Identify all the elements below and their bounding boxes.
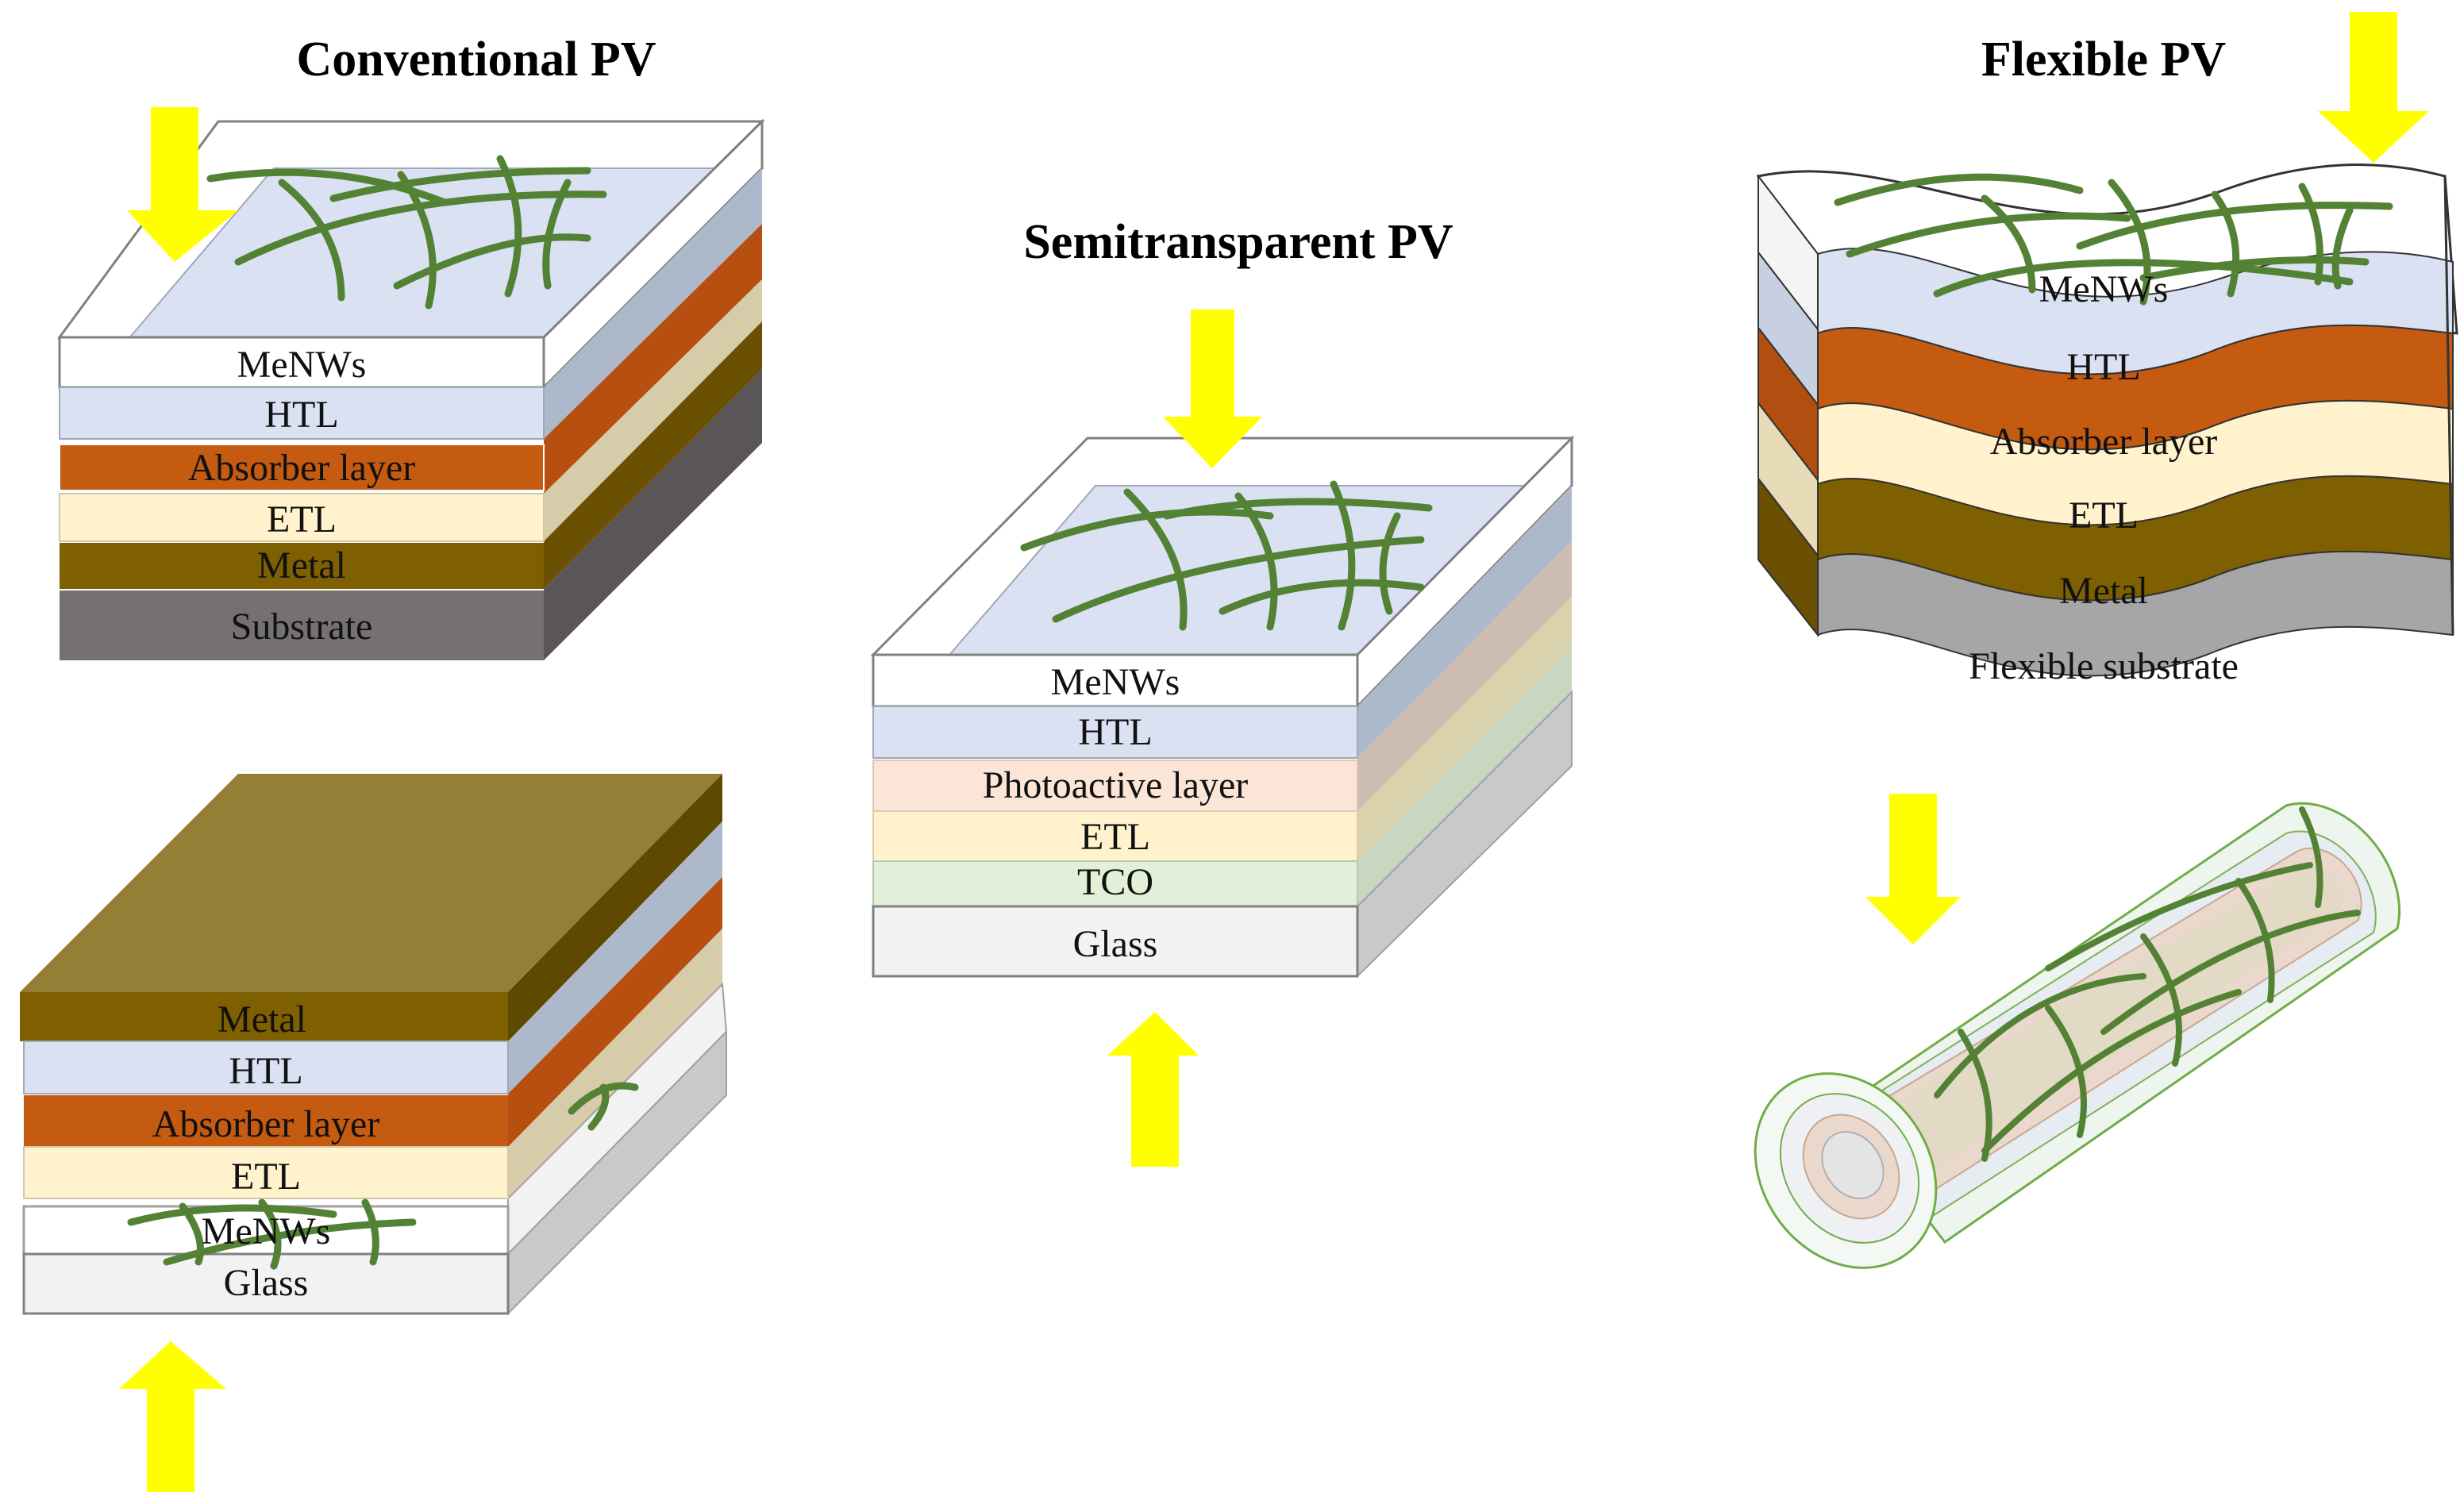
conventional-pv-title: Conventional PV xyxy=(297,33,656,87)
semi-label-menws: MeNWs xyxy=(1051,661,1180,703)
conv-bot-label-metal: Metal xyxy=(218,998,306,1040)
light-arrow-up-icon xyxy=(119,1341,226,1492)
light-arrow-down-icon xyxy=(127,107,238,262)
light-arrow-down-icon xyxy=(1865,794,1961,944)
semi-layer-etl xyxy=(872,810,1358,862)
light-arrow-up-icon xyxy=(1107,1012,1199,1167)
semitransparent-pv-title: Semitransparent PV xyxy=(1023,215,1453,269)
fiber-nanowires xyxy=(1934,806,2361,1162)
conv-top-label-etl: ETL xyxy=(267,498,337,540)
conv-bot-layer-htl xyxy=(23,1040,509,1094)
conv-bot-layer-glass xyxy=(22,1252,510,1315)
conv-top-layer-absorber xyxy=(59,444,545,491)
flexible-pv-title: Flexible PV xyxy=(1981,33,2226,87)
semi-label-tco: TCO xyxy=(1077,861,1153,903)
semitransparent-stack: MeNWs HTL Photoactive layer ETL TCO Glas… xyxy=(870,435,1575,979)
flex-label-menws: MeNWs xyxy=(2039,268,2169,310)
conv-top-layer-metal xyxy=(60,543,544,589)
conv-bot-nanowires xyxy=(127,1082,639,1270)
conv-top-label-metal: Metal xyxy=(257,544,346,587)
conv-top-label-menws: MeNWs xyxy=(237,344,367,386)
conv-bot-label-menws: MeNWs xyxy=(202,1210,331,1252)
conv-bot-layer-metal xyxy=(20,992,508,1041)
flex-label-metal: Metal xyxy=(2059,570,2148,612)
conv-top-label-htl: HTL xyxy=(264,394,338,436)
conv-bot-label-glass: Glass xyxy=(224,1262,309,1304)
semi-layer-htl xyxy=(872,706,1358,759)
flex-nanowires xyxy=(1834,173,2393,306)
conv-bot-layer-absorber xyxy=(24,1095,508,1147)
conventional-bottom-stack: Metal HTL Absorber layer ETL MeNWs Glass xyxy=(20,774,728,1316)
semi-label-etl: ETL xyxy=(1080,816,1150,858)
conventional-top-stack: MeNWs HTL Absorber layer ETL Metal Subst… xyxy=(57,118,765,660)
conv-top-nanowires xyxy=(206,155,607,310)
conv-bot-layer-etl xyxy=(23,1146,509,1199)
conv-bot-label-absorber: Absorber layer xyxy=(152,1103,380,1145)
light-arrow-down-icon xyxy=(2318,12,2429,163)
semi-layer-menws xyxy=(872,653,1359,708)
conv-top-label-substrate: Substrate xyxy=(231,606,373,648)
flex-label-substrate: Flexible substrate xyxy=(1969,645,2239,687)
conv-top-layer-substrate xyxy=(60,590,544,660)
flex-label-etl: ETL xyxy=(2069,494,2139,537)
conv-top-layer-etl xyxy=(59,493,545,542)
flex-label-absorber: Absorber layer xyxy=(1990,421,2218,463)
conv-top-label-absorber: Absorber layer xyxy=(188,447,416,489)
flexible-stack: MeNWs HTL Absorber layer ETL Metal Flexi… xyxy=(1756,163,2458,687)
conv-top-layer-htl xyxy=(59,387,545,440)
semi-label-glass: Glass xyxy=(1073,923,1158,965)
conv-bot-label-etl: ETL xyxy=(231,1156,301,1198)
semi-label-photoactive: Photoactive layer xyxy=(983,764,1249,806)
semi-label-htl: HTL xyxy=(1078,711,1152,753)
flex-label-htl: HTL xyxy=(2066,346,2140,388)
semi-layer-glass xyxy=(872,905,1359,978)
semi-nanowires xyxy=(1020,480,1433,631)
light-arrow-down-icon xyxy=(1163,310,1262,468)
conv-bot-label-htl: HTL xyxy=(229,1050,302,1092)
fiber-pv-cylinder xyxy=(1754,802,2400,1269)
